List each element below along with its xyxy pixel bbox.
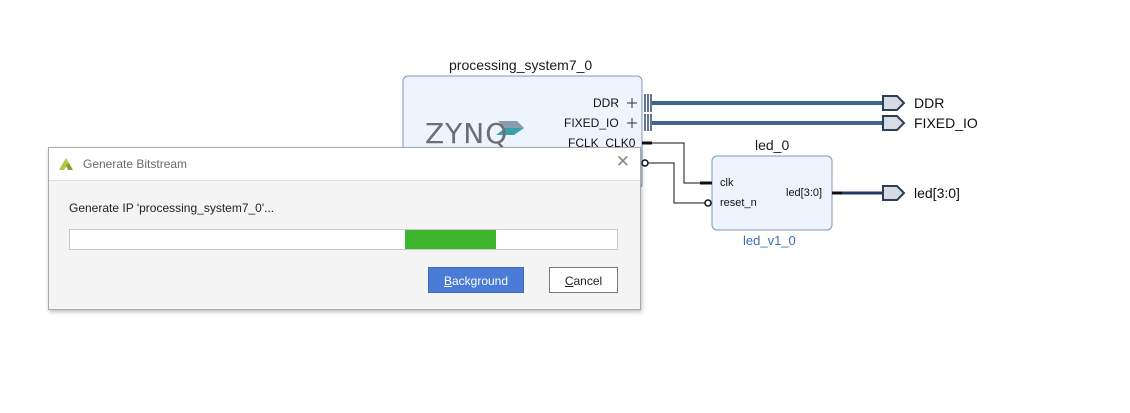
cancel-button-mnemonic: C bbox=[564, 274, 574, 288]
fixed-io-port-icon[interactable] bbox=[882, 115, 906, 131]
zynq-logo-mark bbox=[496, 121, 524, 135]
led-port-icon[interactable] bbox=[882, 185, 906, 201]
fclk-clk-net[interactable] bbox=[642, 141, 712, 185]
led-pin-led: led[3:0] bbox=[786, 187, 823, 199]
dialog-title: Generate Bitstream bbox=[83, 157, 188, 171]
ddr-port-icon[interactable] bbox=[882, 95, 906, 111]
led-block-ip-name: led_v1_0 bbox=[743, 233, 796, 248]
progress-message: Generate IP 'processing_system7_0'... bbox=[69, 201, 275, 215]
fixed-io-expand-icon[interactable] bbox=[627, 118, 637, 128]
cancel-button[interactable]: Cancel bbox=[549, 267, 618, 293]
port-label-led[interactable]: led[3:0] bbox=[914, 185, 960, 201]
ddr-expand-icon[interactable] bbox=[627, 98, 637, 108]
ps-pin-ddr: DDR bbox=[593, 96, 619, 110]
dialog-title-bar[interactable]: Generate Bitstream ✕ bbox=[49, 148, 640, 181]
zynq-logo: ZYNQ bbox=[425, 117, 509, 150]
port-label-ddr[interactable]: DDR bbox=[914, 95, 945, 111]
generate-bitstream-dialog: Generate Bitstream ✕ Generate IP 'proces… bbox=[48, 147, 641, 310]
close-icon[interactable]: ✕ bbox=[615, 152, 630, 172]
ddr-bus[interactable] bbox=[644, 94, 884, 112]
reset-net[interactable] bbox=[641, 159, 712, 207]
led-pin-clk: clk bbox=[720, 177, 734, 189]
background-button-mnemonic: B bbox=[443, 274, 452, 288]
background-button[interactable]: Background bbox=[428, 267, 524, 293]
ps-pin-fixed-io: FIXED_IO bbox=[564, 116, 619, 130]
led-pin-reset-n: reset_n bbox=[720, 197, 757, 209]
fixed-io-bus[interactable] bbox=[644, 114, 884, 131]
ps-block-title: processing_system7_0 bbox=[449, 57, 593, 73]
progress-bar bbox=[69, 229, 618, 250]
ps-pin-fclk-clk0: FCLK_CLK0 bbox=[568, 136, 636, 150]
vivado-logo-icon bbox=[59, 158, 73, 170]
background-button-label: ackground bbox=[451, 274, 509, 288]
port-label-fixed-io[interactable]: FIXED_IO bbox=[914, 115, 978, 131]
cancel-button-label: ancel bbox=[573, 274, 603, 288]
progress-bar-indicator bbox=[405, 230, 496, 249]
led-block-title: led_0 bbox=[755, 137, 790, 153]
